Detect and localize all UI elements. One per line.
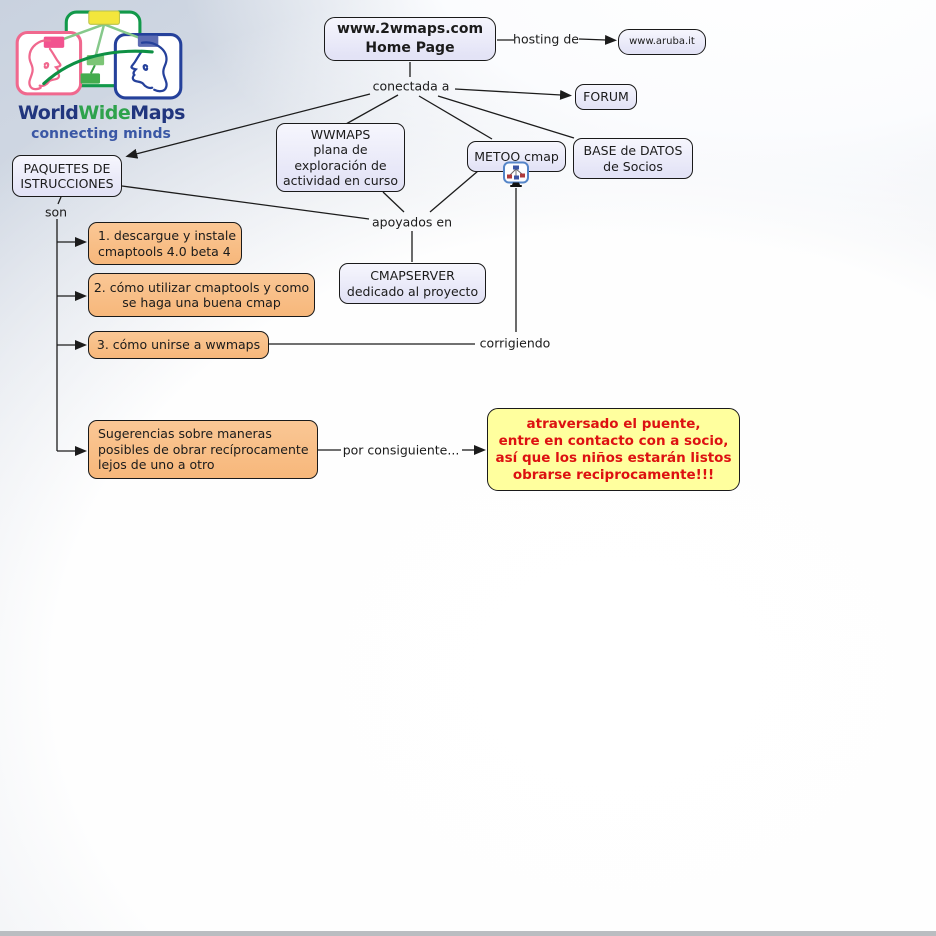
node-text-line: dedicado al proyecto xyxy=(346,283,479,299)
node-resultado[interactable]: atraversado el puente, entre en contacto… xyxy=(487,408,740,491)
node-text-line: ISTRUCCIONES xyxy=(20,176,114,191)
node-text-line: así que los niños estarán listos xyxy=(495,449,732,466)
node-text-line: Sugerencias sobre maneras xyxy=(98,426,272,442)
node-text-line: WWMAPS xyxy=(310,126,371,142)
node-text-line: cmaptools 4.0 beta 4 xyxy=(98,243,231,259)
node-text-line: 1. descargue y instale xyxy=(98,228,237,243)
logo-word-maps: Maps xyxy=(130,102,185,124)
node-text-line: www.aruba.it xyxy=(629,36,695,47)
node-text-line: de Socios xyxy=(603,158,663,174)
logo-tagline: connecting minds xyxy=(31,126,171,142)
node-sugerencias[interactable]: Sugerencias sobre maneras posibles de ob… xyxy=(88,420,318,479)
node-text-line: lejos de uno a otro xyxy=(98,457,215,473)
cmap-resource-icon[interactable] xyxy=(502,161,530,188)
node-aruba[interactable]: www.aruba.it xyxy=(618,29,706,55)
node-text-line: 3. cómo unirse a wwmaps xyxy=(96,337,261,353)
node-home-page[interactable]: www.2wmaps.com Home Page xyxy=(324,17,496,61)
node-text-line: Home Page xyxy=(365,40,455,56)
node-cmapserver[interactable]: CMAPSERVER dedicado al proyecto xyxy=(339,263,486,304)
node-text-line: plana de xyxy=(313,142,368,157)
node-forum[interactable]: FORUM xyxy=(575,84,637,110)
link-label-conectada-a[interactable]: conectada a xyxy=(372,78,450,94)
logo-word-wide: Wide xyxy=(78,102,131,124)
node-text-line: www.2wmaps.com xyxy=(336,21,484,37)
node-base-datos[interactable]: BASE de DATOS de Socios xyxy=(573,138,693,179)
node-wwmaps-plan[interactable]: WWMAPS plana de exploración de actividad… xyxy=(276,123,405,192)
link-label-por-consiguiente[interactable]: por consiguiente... xyxy=(342,442,460,458)
node-instruction-2[interactable]: 2. cómo utilizar cmaptools y como se hag… xyxy=(88,273,315,317)
bottom-edge-strip xyxy=(0,931,936,936)
node-text-line: obrarse reciprocamente!!! xyxy=(512,466,715,483)
node-text-line: PAQUETES DE xyxy=(23,160,111,176)
link-label-son[interactable]: son xyxy=(44,204,68,220)
logo-title: WorldWideMaps xyxy=(18,102,185,124)
node-instruction-3[interactable]: 3. cómo unirse a wwmaps xyxy=(88,331,269,359)
worldwidemaps-logo: WorldWideMaps connecting minds xyxy=(14,10,185,142)
link-label-apoyados-en[interactable]: apoyados en xyxy=(372,214,452,230)
node-text-line: 2. cómo utilizar cmaptools y como xyxy=(93,279,310,295)
logo-word-world: World xyxy=(18,102,79,124)
node-text-line: BASE de DATOS xyxy=(583,143,683,158)
node-text-line: actividad en curso xyxy=(283,173,398,188)
node-text-line: FORUM xyxy=(583,89,629,105)
node-instruction-1[interactable]: 1. descargue y instale cmaptools 4.0 bet… xyxy=(88,222,242,265)
worldwidemaps-logo-icon xyxy=(15,10,183,100)
node-text-line: posibles de obrar recíprocamente xyxy=(98,441,309,457)
link-label-hosting-de[interactable]: hosting de xyxy=(513,31,579,47)
node-text-line: CMAPSERVER xyxy=(370,268,455,283)
node-text-line: se haga una buena cmap xyxy=(122,295,281,310)
node-text-line: entre en contacto con a socio, xyxy=(498,432,729,449)
node-text-line: atraversado el puente, xyxy=(526,415,701,432)
link-label-corrigiendo[interactable]: corrigiendo xyxy=(479,335,551,351)
node-text-line: exploración de xyxy=(294,157,387,173)
node-paquetes[interactable]: PAQUETES DE ISTRUCCIONES xyxy=(12,155,122,197)
node-text-line: METOO cmap xyxy=(474,148,559,164)
